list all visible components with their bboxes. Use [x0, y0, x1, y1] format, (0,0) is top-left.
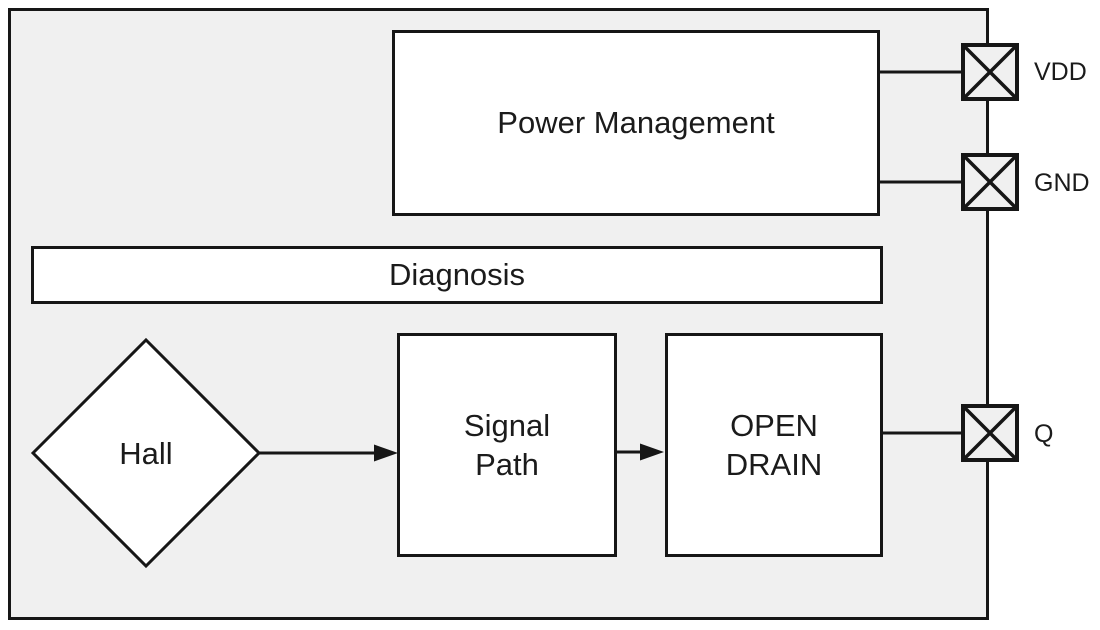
open-drain-block: OPEN DRAIN — [665, 333, 883, 557]
pin-gnd-label: GND — [1034, 168, 1090, 197]
signal-path-block: Signal Path — [397, 333, 617, 557]
pin-vdd-symbol — [961, 43, 1019, 101]
diagnosis-label: Diagnosis — [388, 257, 526, 293]
power-management-label: Power Management — [497, 105, 775, 141]
pin-q-symbol — [961, 404, 1019, 462]
hall-label: Hall — [119, 436, 173, 471]
arrowhead-hall-signalpath — [374, 444, 398, 462]
signal-path-label: Signal Path — [463, 407, 551, 482]
pin-vdd-label: VDD — [1034, 57, 1087, 86]
arrowhead-signalpath-opendrain — [640, 443, 664, 461]
pin-gnd-symbol — [961, 153, 1019, 211]
open-drain-label: OPEN DRAIN — [725, 407, 823, 482]
diagnosis-block: Diagnosis — [31, 246, 883, 304]
pin-q-label: Q — [1034, 419, 1054, 448]
power-management-block: Power Management — [392, 30, 880, 216]
